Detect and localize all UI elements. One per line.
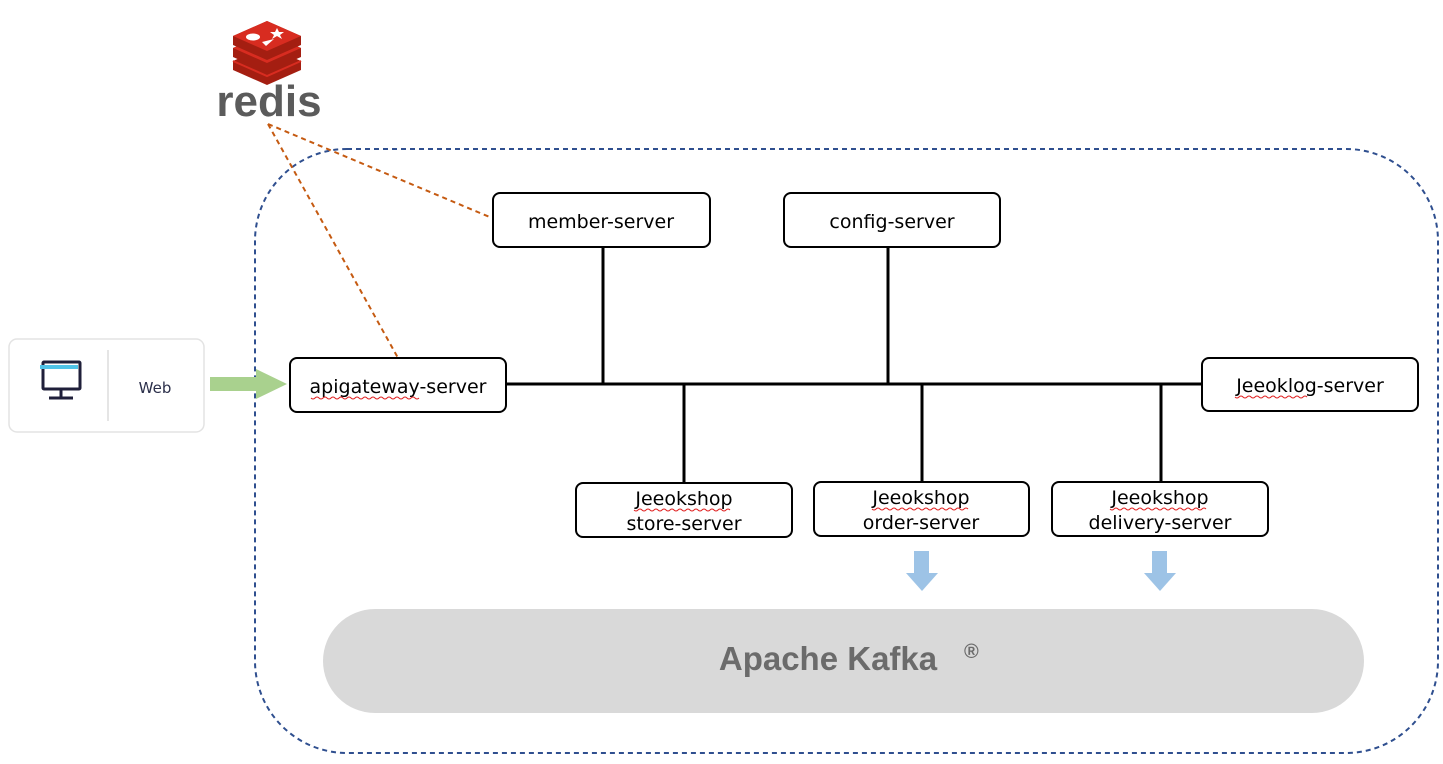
spellcheck-underline — [871, 507, 969, 511]
kafka-bar: Apache Kafka ® — [323, 609, 1364, 713]
web-client-label: Web — [139, 379, 172, 397]
jeeoklog-server-label: Jeeoklog-server — [1235, 375, 1384, 397]
spellcheck-underline — [310, 396, 420, 400]
web-client-card — [8, 338, 205, 433]
redis-link-apigateway — [267, 123, 399, 359]
delivery-server-box: Jeeokshop delivery-server — [1051, 481, 1269, 537]
cluster-boundary — [254, 148, 1439, 754]
member-server-label: member-server — [528, 211, 674, 233]
redis-label: redis — [216, 77, 321, 126]
jeeoklog-server-box: Jeeoklog-server — [1201, 357, 1419, 412]
apigateway-server-label: apigateway-server — [310, 376, 487, 398]
kafka-label: Apache Kafka — [719, 640, 938, 677]
delivery-server-label-line1: Jeeokshop — [1110, 487, 1208, 509]
redis-logo-icon — [232, 21, 302, 85]
spellcheck-underline — [1109, 507, 1207, 511]
apigateway-server-box: apigateway-server — [289, 357, 507, 413]
kafka-registered-mark: ® — [964, 641, 979, 663]
config-server-box: config-server — [783, 192, 1001, 248]
order-publish-arrow — [906, 551, 938, 591]
redis-logo: redis — [216, 21, 322, 126]
redis-link-member — [267, 123, 493, 219]
member-server-box: member-server — [492, 192, 711, 248]
config-server-label: config-server — [829, 211, 954, 233]
monitor-icon — [40, 360, 82, 400]
store-server-label-line2: store-server — [626, 513, 741, 535]
store-server-label-line1: Jeeokshop — [634, 488, 732, 510]
order-server-box: Jeeokshop order-server — [813, 481, 1030, 537]
spellcheck-underline — [633, 508, 731, 512]
delivery-publish-arrow — [1144, 551, 1176, 591]
order-server-label-line2: order-server — [863, 512, 980, 534]
store-server-box: Jeeokshop store-server — [575, 482, 793, 538]
request-arrow — [210, 369, 287, 399]
order-server-label-line1: Jeeokshop — [871, 487, 969, 509]
delivery-server-label-line2: delivery-server — [1089, 512, 1232, 534]
spellcheck-underline — [1234, 395, 1308, 399]
web-client: Web — [8, 338, 205, 433]
service-bus — [506, 247, 1201, 482]
